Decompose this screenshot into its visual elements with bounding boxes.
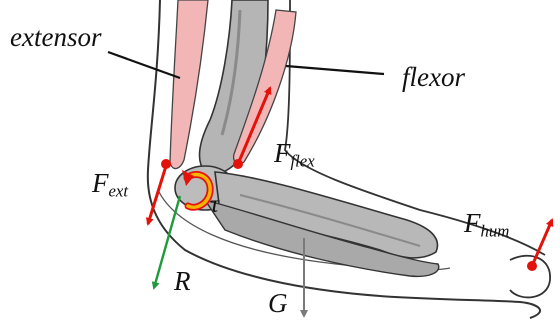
- f-ext-label: Fext: [92, 170, 128, 200]
- f-hum-sub: hum: [481, 222, 510, 241]
- f-flex-main: F: [274, 138, 291, 168]
- f-hum-point: [527, 261, 537, 271]
- f-flex-sub: flex: [291, 152, 315, 171]
- f-hum-main: F: [464, 208, 481, 238]
- f-ext-sub: ext: [109, 182, 129, 201]
- tau-label: τ: [210, 192, 219, 217]
- r-label: R: [174, 268, 191, 295]
- f-ext-point: [161, 159, 171, 169]
- extensor-leader: [108, 52, 180, 78]
- f-flex-point: [233, 159, 243, 169]
- flexor-label: flexor: [402, 64, 465, 91]
- flexor-leader: [286, 66, 384, 74]
- f-hum-label: Fhum: [464, 210, 509, 240]
- extensor-label: extensor: [10, 24, 101, 51]
- f-flex-label: Fflex: [274, 140, 315, 170]
- g-label: G: [268, 290, 288, 317]
- f-ext-main: F: [92, 168, 109, 198]
